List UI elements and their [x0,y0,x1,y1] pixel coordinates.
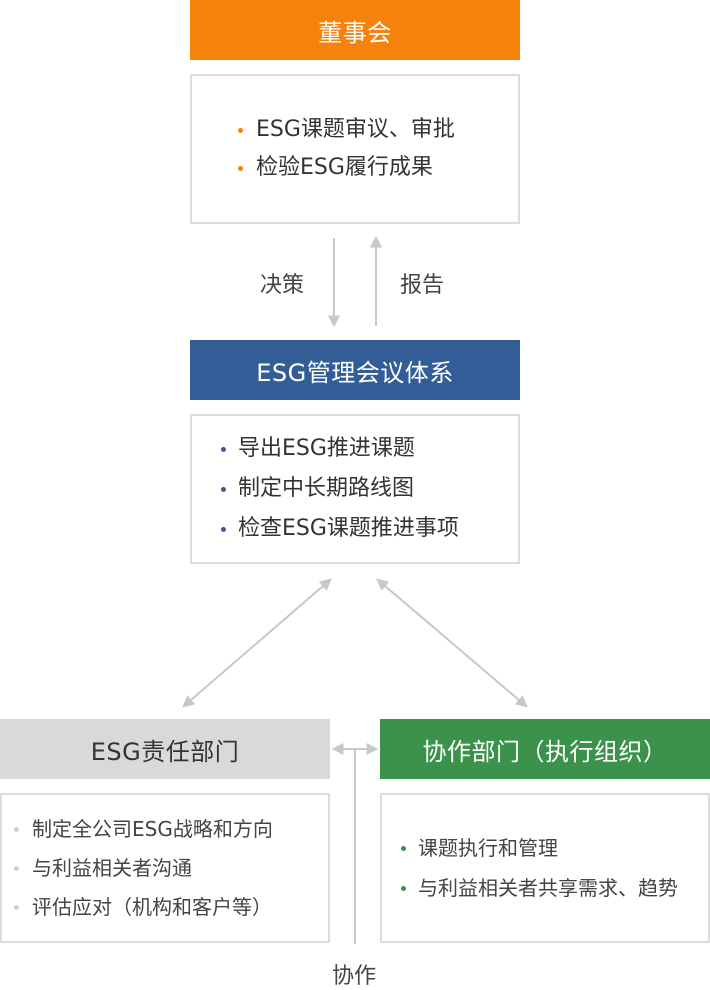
cooperation-box: 课题执行和管理 与利益相关者共享需求、趋势 [380,793,710,943]
bullet-icon [221,447,226,452]
list-item: 检验ESG履行成果 [238,149,518,187]
bullet-icon [14,826,19,832]
list-item: 课题执行和管理 [401,828,708,868]
responsible-box: 制定全公司ESG战略和方向 与利益相关者沟通 评估应对（机构和客户等） [0,793,330,943]
board-box: ESG课题审议、审批 检验ESG履行成果 [190,74,520,224]
responsible-title: ESG责任部门 [90,737,240,766]
left-diagonal-arrow [182,578,332,708]
board-title: 董事会 [318,18,392,47]
bullet-icon [238,128,243,133]
list-item: 与利益相关者沟通 [14,849,328,888]
meeting-header: ESG管理会议体系 [190,340,520,400]
bullet-icon [401,846,406,851]
list-item: 与利益相关者共享需求、趋势 [401,868,708,908]
list-item: 制定全公司ESG战略和方向 [14,810,328,849]
cooperation-title: 协作部门（执行组织） [422,737,668,766]
responsible-header: ESG责任部门 [0,719,330,779]
decision-label: 决策 [260,273,305,298]
meeting-box: 导出ESG推进课题 制定中长期路线图 检查ESG课题推进事项 [190,414,520,564]
list-item: 检查ESG课题推进事项 [221,509,518,549]
bullet-icon [221,487,226,492]
meeting-title: ESG管理会议体系 [256,358,454,387]
list-item: 制定中长期路线图 [221,469,518,509]
list-item: ESG课题审议、审批 [238,111,518,149]
right-diagonal-arrow [376,578,528,708]
bullet-icon [401,886,406,891]
bullet-icon [238,166,243,171]
cooperation-header: 协作部门（执行组织） [380,719,710,779]
list-item: 评估应对（机构和客户等） [14,888,328,927]
bullet-icon [221,527,226,532]
collaboration-label: 协作 [332,964,377,989]
bullet-icon [14,904,19,910]
bullet-icon [14,865,19,871]
report-label: 报告 [400,273,445,298]
board-header: 董事会 [190,0,520,60]
list-item: 导出ESG推进课题 [221,429,518,469]
